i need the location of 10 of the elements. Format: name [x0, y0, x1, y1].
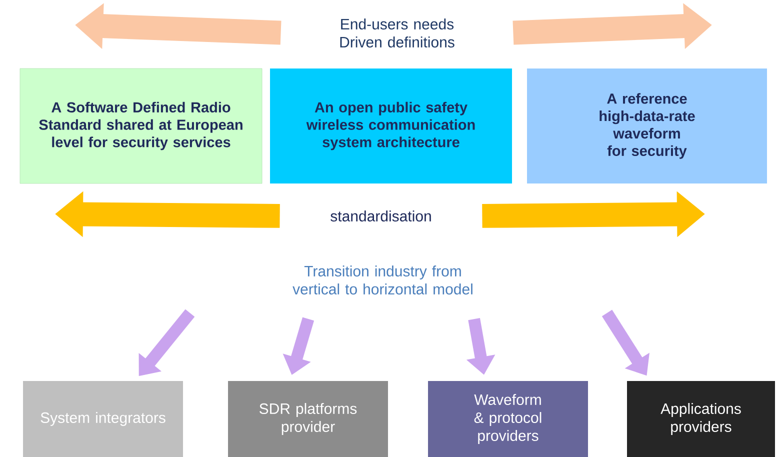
heading-text: standardisation: [330, 210, 431, 222]
info-box: A reference high-data-rate waveform for security: [527, 68, 767, 184]
provider-box: Applications providers: [627, 380, 775, 457]
provider-box: System integrators: [23, 380, 183, 457]
info-box: An open public safety wireless communication system architecture: [270, 68, 512, 184]
provider-box: SDR platforms provider: [228, 380, 388, 457]
provider-box: Waveform & protocol providers: [428, 380, 588, 457]
heading-text: End-users needs Driven definitions: [340, 18, 454, 48]
transition-text: Transition industry from vertical to horizontal model: [292, 265, 472, 294]
info-box: A Software Defined Radio Standard shared at European level for security services: [20, 68, 262, 184]
